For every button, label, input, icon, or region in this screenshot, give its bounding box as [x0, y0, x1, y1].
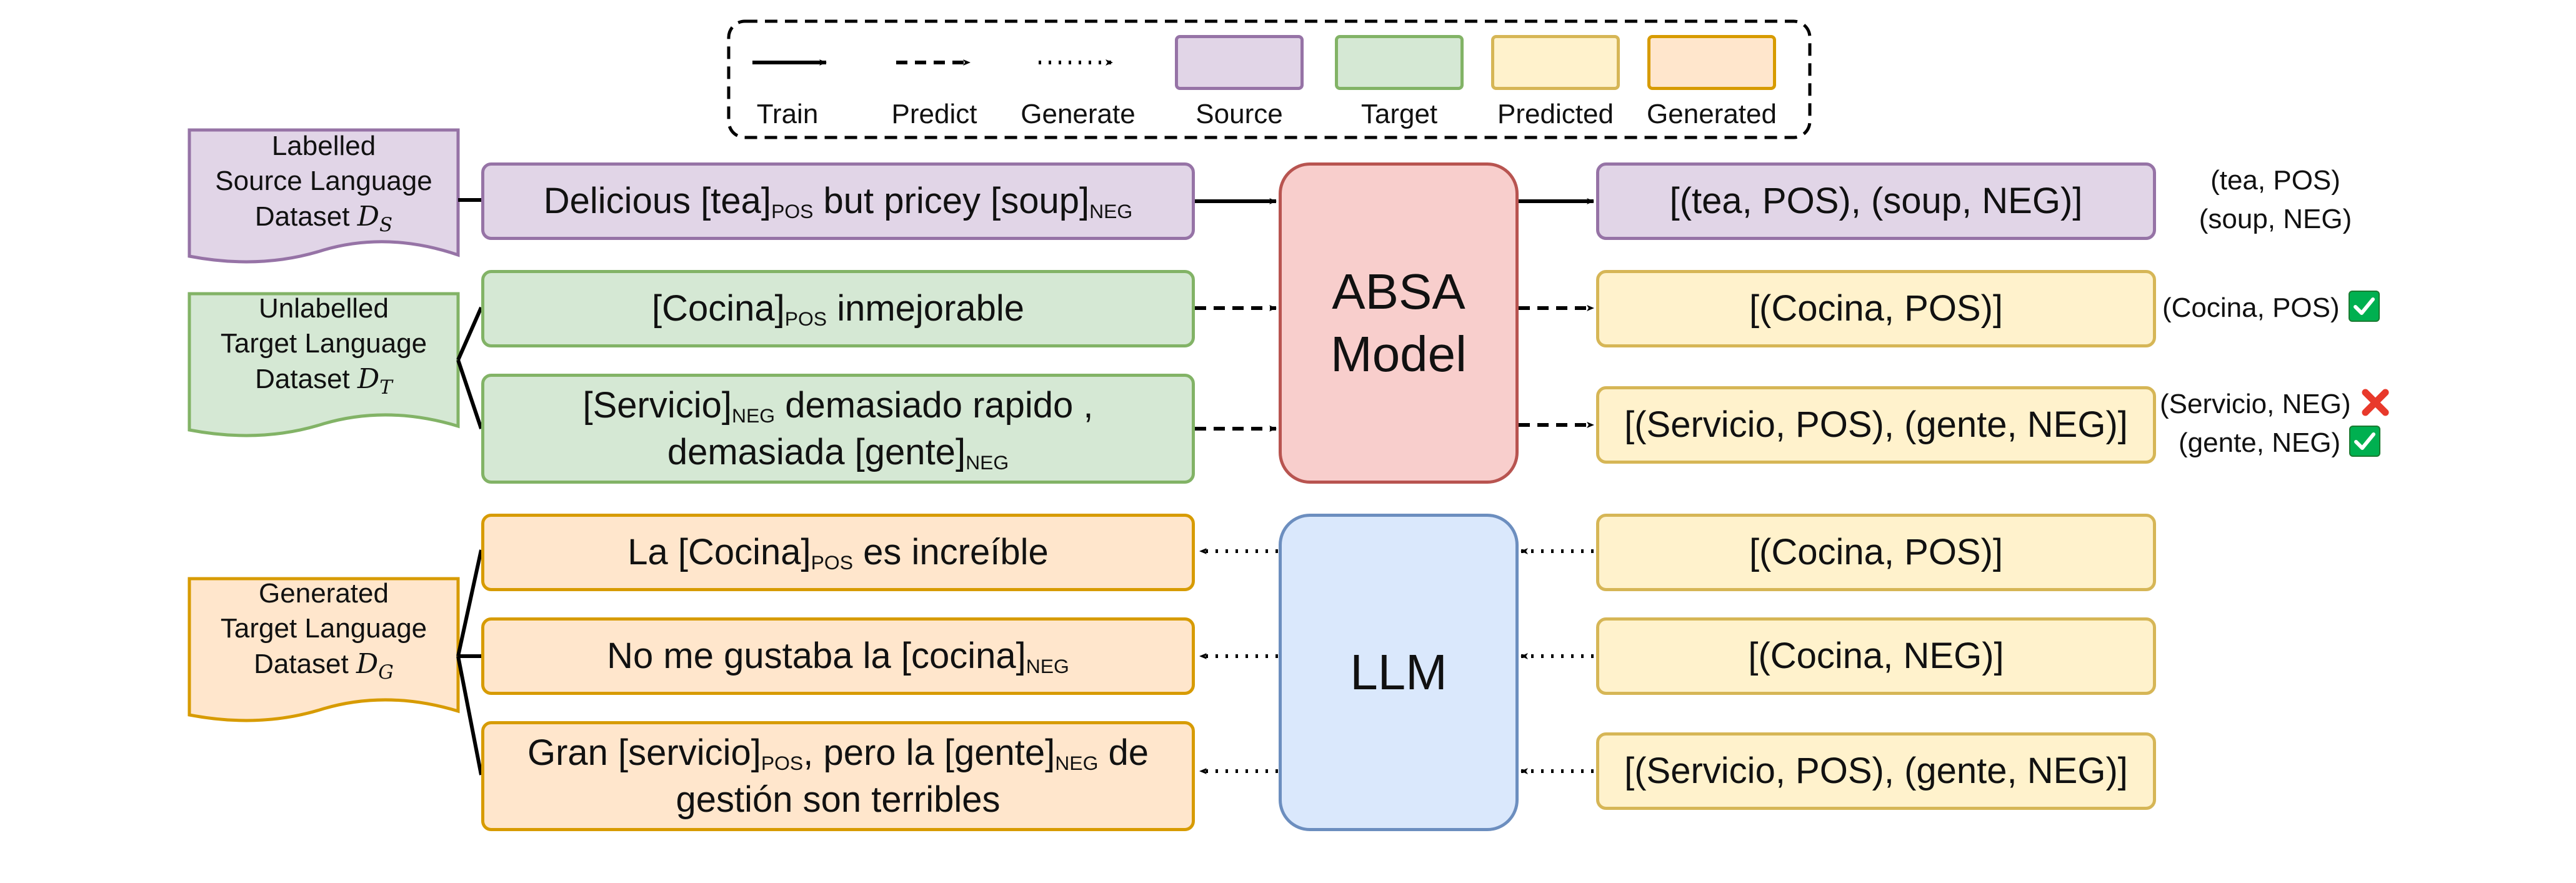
legend-train-label: Train	[756, 99, 819, 129]
source-sentence-box: Delicious [tea]POS but pricey [soup]NEG	[481, 162, 1195, 240]
llm-input-box-1: [(Cocina, POS)]	[1596, 514, 2156, 591]
legend-predicted-swatch	[1491, 35, 1620, 90]
source-dataset-label: Labelled Source Language Dataset DS	[215, 131, 432, 236]
legend-target-swatch	[1335, 35, 1464, 90]
generated-connector-bottom	[456, 656, 483, 776]
generated-dataset-shape	[187, 577, 460, 722]
legend-generated-label: Generated	[1647, 99, 1777, 129]
generated-sentence-box-2: No me gustaba la [cocina]NEG	[481, 617, 1195, 695]
llm-input-box-3: [(Servicio, POS), (gente, NEG)]	[1596, 732, 2156, 810]
target-connector-top	[456, 306, 483, 361]
check-icon	[2349, 426, 2381, 457]
gold-label-target-2b: (gente, NEG)	[2179, 424, 2429, 462]
legend-source-label: Source	[1196, 99, 1283, 129]
generated-sentence-box-3: Gran [servicio]POS, pero la [gente]NEG d…	[481, 721, 1195, 831]
llm-box: LLM	[1279, 514, 1519, 831]
check-icon	[2348, 291, 2380, 322]
generated-sentence-box-1: La [Cocina]POS es increíble	[481, 514, 1195, 591]
source-labels-box: [(tea, POS), (soup, NEG)]	[1596, 162, 2156, 240]
gold-labels-source: (tea, POS) (soup, NEG)	[2199, 165, 2352, 234]
legend-source-swatch	[1175, 35, 1304, 90]
legend-predicted-label: Predicted	[1497, 99, 1614, 129]
llm-input-box-2: [(Cocina, NEG)]	[1596, 617, 2156, 695]
llm-label: LLM	[1350, 644, 1447, 700]
legend-generate-label: Generate	[1021, 99, 1136, 129]
gold-label-target-2a: (Servicio, NEG)	[2160, 385, 2422, 424]
absa-model-label-1: ABSA	[1332, 264, 1465, 319]
absa-model-box: ABSA Model	[1279, 162, 1519, 484]
target-dataset-label: Unlabelled Target Language Dataset DT	[220, 293, 427, 399]
legend-generated-swatch	[1647, 35, 1776, 90]
target-dataset-shape	[187, 292, 460, 437]
legend-frame	[727, 19, 1812, 139]
prediction-box-1: [(Cocina, POS)]	[1596, 270, 2156, 347]
legend-predict-label: Predict	[891, 99, 977, 129]
legend-target-label: Target	[1360, 99, 1438, 129]
absa-model-label-2: Model	[1330, 326, 1467, 382]
generated-dataset-label: Generated Target Language Dataset DG	[220, 578, 427, 684]
source-dataset-shape	[187, 128, 460, 264]
generated-connector-top	[456, 549, 483, 657]
target-connector-bottom	[456, 359, 483, 429]
target-sentence-box-1: [Cocina]POS inmejorable	[481, 270, 1195, 347]
prediction-box-2: [(Servicio, POS), (gente, NEG)]	[1596, 386, 2156, 464]
gold-label-target-1: (Cocina, POS)	[2162, 289, 2425, 327]
target-sentence-box-2: [Servicio]NEG demasiado rapido ,demasiad…	[481, 374, 1195, 484]
cross-icon	[2362, 389, 2389, 416]
